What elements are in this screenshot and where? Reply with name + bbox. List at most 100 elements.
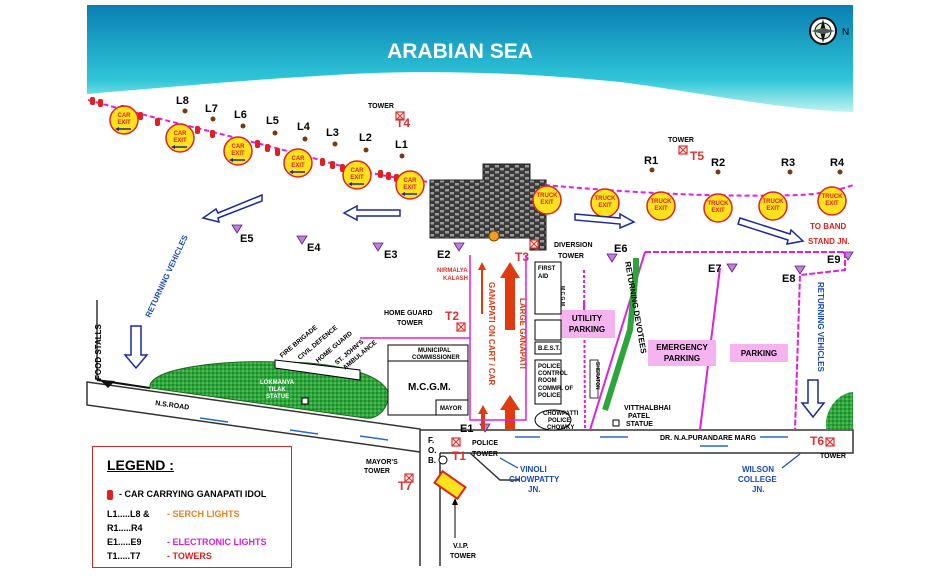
ganapati-car-row (90, 97, 423, 186)
svg-text:FIRST: FIRST (538, 266, 556, 272)
svg-text:EXIT: EXIT (403, 185, 417, 191)
vinoli-label-3: JN. (528, 485, 540, 494)
tower-markers (395, 111, 835, 483)
svg-text:EXIT: EXIT (711, 208, 725, 214)
chowky-marker (534, 409, 572, 431)
to-band-label-1: TO BAND (810, 222, 847, 231)
svg-text:B.E.S.T.: B.E.S.T. (538, 346, 560, 352)
light-label-E3: E3 (384, 249, 397, 261)
legend-row: E1.....E9 - ELECTRONIC LIGHTS (107, 537, 267, 547)
legend-key: E1.....E9 (107, 537, 142, 547)
light-label-L1: L1 (395, 139, 408, 151)
truck-exit-marker: TRUCK EXIT (646, 191, 676, 221)
truck-exit-marker: TRUCK EXIT (817, 186, 847, 216)
tower-label-T1: T1 (452, 449, 466, 463)
svg-text:EXIT: EXIT (350, 175, 364, 181)
sea-area (87, 5, 853, 112)
tower-word-T3: TOWER (558, 253, 584, 260)
svg-text:EXIT: EXIT (173, 138, 187, 144)
tower-word-T5: TOWER (668, 137, 694, 144)
purandare-label: DR. N.A.PURANDARE MARG (660, 435, 757, 442)
mcgm-label: M.C.G.M. (408, 382, 451, 393)
svg-text:EXIT: EXIT (117, 120, 131, 126)
car-exit-group: CAR EXIT CAR EXIT CAR EXIT CAR EXIT CAR … (109, 105, 425, 200)
svg-text:EXIT: EXIT (654, 206, 668, 212)
tower-label-T3: T3 (515, 250, 529, 264)
mayors-tower-label: MAYOR'S (366, 459, 398, 466)
tower-label-T6: T6 (810, 434, 824, 448)
legend-row: R1.....R4 (107, 523, 167, 533)
mcgm-building (387, 344, 469, 416)
light-label-E6: E6 (614, 243, 627, 255)
procession-arrows (478, 262, 520, 430)
sheraton-banner (589, 359, 599, 399)
legend-desc: - ELECTRONIC LIGHTS (167, 537, 267, 547)
legend-row: T1.....T7- TOWERS (107, 551, 212, 561)
car-exit-marker: CAR EXIT (342, 160, 372, 190)
svg-text:CONTROL: CONTROL (538, 371, 568, 377)
vinoli-label-2: CHOWPATTY (509, 475, 560, 484)
light-label-R1: R1 (644, 155, 658, 167)
light-label-E7: E7 (708, 263, 721, 275)
svg-text:PARKING: PARKING (664, 354, 700, 363)
svg-text:POLICE: POLICE (548, 418, 570, 424)
legend-key: R1.....R4 (107, 523, 143, 533)
diversion-label: DIVERSION (554, 242, 593, 249)
tower-label-T2: T2 (445, 309, 459, 323)
home-guard-label: HOME GUARD (384, 310, 433, 317)
light-label-E9: E9 (827, 254, 840, 266)
svg-text:PARKING: PARKING (741, 349, 777, 358)
svg-text:EXIT: EXIT (598, 203, 612, 209)
light-label-R4: R4 (830, 157, 845, 169)
car-exit-marker: CAR EXIT (283, 148, 313, 178)
svg-text:CHOWKY: CHOWKY (547, 425, 574, 431)
vip-stand (433, 469, 467, 501)
svg-text:LOKMANYA: LOKMANYA (260, 380, 295, 386)
purandare-marg (420, 429, 854, 454)
tower-label-T5: T5 (690, 149, 704, 163)
svg-text:ROOM: ROOM (538, 378, 557, 384)
large-ganapati-label: LARGE GANAPATI (518, 298, 527, 369)
svg-text:COMMR. OF: COMMR. OF (538, 386, 573, 392)
legend-idol-text: - CAR CARRYING GANAPATI IDOL (119, 489, 267, 499)
light-label-L4: L4 (297, 121, 311, 133)
fob-marker (438, 455, 448, 465)
nirmalya-label-2: KALASH (443, 276, 468, 282)
legend-key: T1.....T7 (107, 551, 141, 561)
electronic-light-markers (231, 224, 854, 433)
svg-text:TRUCK: TRUCK (708, 201, 730, 207)
emergency-services-shed (274, 359, 361, 381)
wilson-label-1: WILSON (742, 465, 774, 474)
compass-icon: N (809, 17, 849, 45)
fob-o: O. (428, 446, 436, 455)
car-exit-marker: CAR EXIT (109, 105, 139, 135)
returning-vehicles-east: RETURNING VEHICLES (816, 282, 825, 372)
car-exit-marker: CAR EXIT (223, 136, 253, 166)
ns-road-label: N.S.ROAD (155, 400, 190, 412)
light-label-E5: E5 (240, 233, 253, 245)
svg-text:AID: AID (538, 274, 549, 280)
tower-word-T4: TOWER (368, 103, 394, 110)
light-label-E1: E1 (460, 423, 473, 435)
svg-text:CAR: CAR (404, 178, 418, 184)
svg-text:TRUCK: TRUCK (822, 194, 844, 200)
light-label-E4: E4 (307, 242, 321, 254)
light-label-R3: R3 (781, 157, 795, 169)
tower-word-T6: TOWER (820, 453, 846, 460)
nirmalya-label-1: NIRMALYA (437, 268, 468, 274)
wilson-label-3: JN. (752, 485, 764, 494)
legend-idol-row: - CAR CARRYING GANAPATI IDOL (107, 489, 266, 500)
returning-devotees-path (602, 258, 639, 411)
emergency-parking-box: EMERGENCY PARKING (648, 340, 716, 366)
svg-text:CAR: CAR (174, 131, 188, 137)
vinoli-label-1: VINOLI (520, 465, 547, 474)
light-label-E2: E2 (437, 249, 450, 261)
svg-text:EXIT: EXIT (766, 206, 780, 212)
fob-f: F. (428, 436, 434, 445)
police-tower-label: POLICE (472, 440, 498, 447)
svg-text:UTILITY: UTILITY (572, 314, 603, 323)
svg-text:CAR: CAR (232, 144, 246, 150)
legend-title: LEGEND : (107, 457, 174, 473)
tower-word-T2: TOWER (397, 320, 423, 327)
